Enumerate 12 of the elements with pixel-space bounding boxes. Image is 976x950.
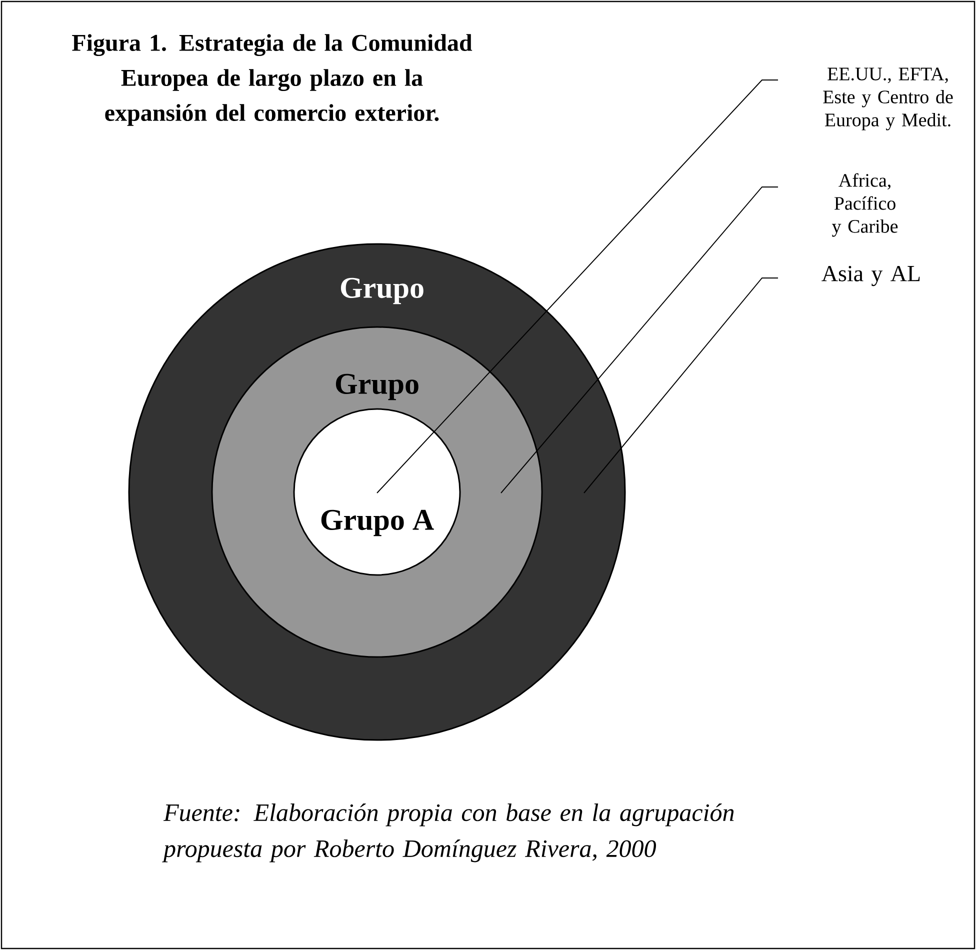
ring-label: Grupo bbox=[336, 374, 418, 400]
region-label: Africa, Pacífico y Caribe bbox=[832, 173, 898, 237]
ring-circle bbox=[293, 408, 461, 576]
ring-label: Grupo A bbox=[321, 510, 434, 536]
leader-line bbox=[584, 278, 778, 494]
region-label: EE.UU., EFTA, Este y Centro de Europa y Medit. bbox=[823, 68, 953, 130]
leader-line bbox=[500, 186, 778, 494]
region-label: Asia y AL bbox=[822, 266, 920, 286]
leader-line bbox=[376, 79, 778, 494]
figure-title: Figura 1. Estrategia de la Comunidad Europea de largo plazo en la expansión del comercio exterior. bbox=[72, 34, 472, 126]
ring-label: Grupo bbox=[340, 278, 424, 304]
source-note: Fuente: Elaboración propia con base en la agrupación propuesta por Roberto Domínguez Rivera, 2000 bbox=[162, 804, 734, 862]
